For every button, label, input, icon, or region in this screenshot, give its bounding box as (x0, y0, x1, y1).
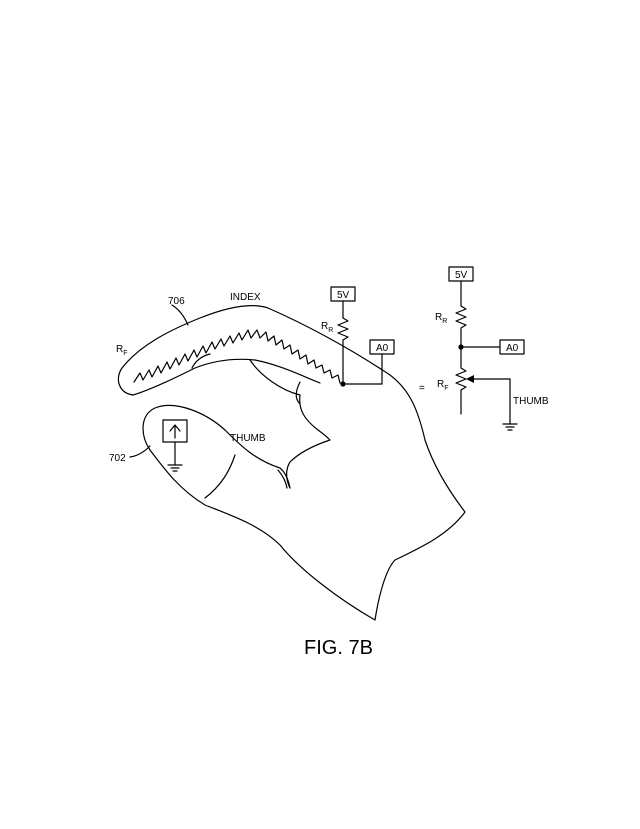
thumb-outline (142, 404, 291, 489)
index-resistive-strip (133, 329, 341, 384)
figure-caption: FIG. 7B (304, 637, 373, 659)
eq-5v-label: 5V (455, 270, 468, 281)
thumb-pad-arrow (169, 424, 181, 439)
ref-702-leader (129, 445, 151, 458)
palm-fold (249, 359, 331, 489)
eq-a0-label: A0 (506, 343, 519, 354)
eq-wiper-wire (469, 378, 511, 425)
index-underside (132, 358, 321, 396)
thumb-tip-crease (277, 469, 288, 489)
eq-a0-box (499, 339, 525, 355)
index-label: INDEX (230, 292, 261, 303)
knuckle-crease-2 (295, 381, 301, 405)
hand-rr-resistor (337, 317, 349, 341)
equivalent-circuit: = 5V RR A0 RF THUMB (419, 266, 549, 431)
eq-thumb-label: THUMB (513, 396, 549, 407)
hand-a0-label: A0 (376, 343, 389, 354)
hand-rf-label: RF (116, 344, 128, 357)
hand-a0-box (369, 339, 395, 355)
equals-sign: = (419, 383, 425, 394)
thumb-crease (204, 454, 236, 499)
hand-wire-a0 (342, 353, 383, 385)
eq-rf-potentiometer (455, 367, 467, 391)
ref-706-label: 706 (168, 296, 185, 307)
hand-rr-label: RR (321, 321, 333, 334)
eq-rr-resistor (455, 305, 467, 329)
knuckle-crease-1 (191, 353, 211, 369)
ref-706-leader (171, 304, 189, 326)
index-finger-outline (117, 305, 466, 621)
hand-drawing: 706 INDEX RF 5V RR A0 THUMB 702 (109, 286, 466, 621)
ref-702-label: 702 (109, 453, 126, 464)
eq-wiper-arrowhead (466, 375, 474, 383)
thumb-label: THUMB (230, 433, 266, 444)
hand-5v-label: 5V (337, 290, 350, 301)
eq-rf-label: RF (437, 379, 449, 392)
eq-rr-label: RR (435, 312, 447, 325)
